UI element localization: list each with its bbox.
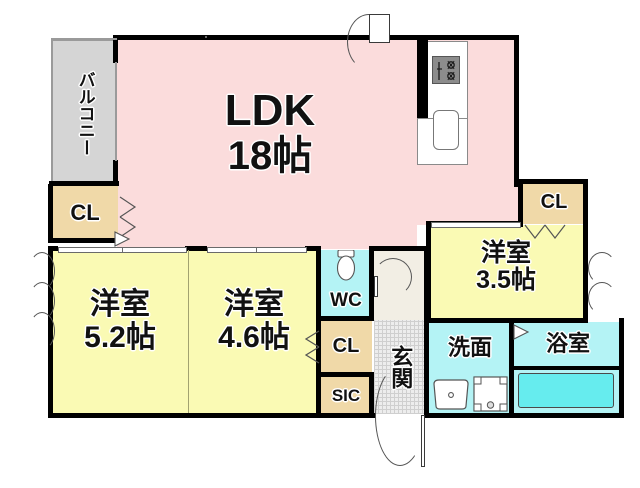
wc-door-leaf[interactable] [374, 276, 378, 297]
wall-cl-topright-right [583, 179, 588, 227]
wall-bedroom-top-right [305, 246, 321, 251]
washing-machine-icon [473, 376, 508, 412]
wall-cl-topright-top [518, 179, 588, 184]
closet-door-mid[interactable] [305, 330, 321, 364]
room-western-4-6 [189, 250, 317, 413]
wall-bedrooms-bottom [48, 413, 325, 418]
toilet-icon [332, 250, 360, 288]
wc-door-arc [374, 258, 412, 296]
wall-wet-bottom [424, 413, 624, 418]
closet-door-topright[interactable] [524, 224, 566, 240]
wall-cl-sic-divider [316, 372, 374, 377]
balcony-door-marker[interactable] [113, 230, 131, 248]
wall-ldk-top-2 [388, 35, 519, 40]
wall-balcony-left [51, 38, 53, 185]
room-sic [320, 377, 372, 413]
wall-ldk-right [514, 35, 519, 187]
kitchen-sink-icon [433, 110, 459, 150]
wall-balcony-bottom [49, 181, 119, 186]
gas-stove-icon [432, 56, 460, 84]
wall-genkan-right-lower [424, 322, 429, 418]
wall-bedroom-divider [188, 250, 189, 413]
room-balcony [52, 40, 118, 183]
sliding-door-3[interactable] [207, 247, 258, 253]
window-arc-left-2 [29, 282, 55, 320]
ldk-top-door-panel[interactable] [369, 14, 390, 43]
room-closet-topright [520, 182, 587, 224]
sliding-door-2[interactable] [122, 247, 187, 253]
wall-cl-topleft-left [48, 184, 53, 242]
room-closet-topleft [52, 185, 118, 240]
genkan-door-arc [375, 366, 425, 466]
room35-entry-opening[interactable] [431, 222, 521, 228]
window-ldk-top [205, 36, 207, 38]
genkan-door-leaf[interactable] [421, 415, 425, 467]
wall-sic-right [369, 372, 374, 418]
window-arc-right-2 [588, 282, 616, 314]
wall-wet-right [619, 318, 624, 418]
room-western-3-5 [430, 225, 587, 320]
wall-balcony-edge [115, 62, 117, 161]
wall-genkan-bottom [316, 413, 376, 418]
wall-bath-inner [509, 366, 621, 370]
wall-wc-bottom [316, 316, 374, 321]
wall-ldk-left-lower [113, 160, 118, 185]
wall-room35-left [426, 221, 431, 322]
window-arc-left-1 [29, 252, 55, 290]
wall-wc-right [369, 246, 374, 318]
bathroom-door-marker[interactable] [512, 324, 530, 342]
wall-bedroom-top [48, 246, 58, 251]
wall-genkan-top [369, 246, 430, 251]
bathtub-icon [518, 373, 614, 408]
room-closet-mid [320, 321, 372, 374]
wall-room35-bottom [426, 318, 588, 323]
room-ldk [117, 39, 417, 249]
wall-bedroom-top-mid [185, 246, 207, 251]
window-arc-left-3 [29, 312, 55, 350]
wall-ldk-left-upper [113, 35, 118, 63]
wall-kitchen-partition [417, 40, 428, 118]
wall-cl-topleft-bottom [48, 238, 119, 243]
sliding-door-4[interactable] [256, 247, 307, 253]
room-western-5-2 [52, 250, 189, 413]
window-arc-right-1 [588, 252, 616, 284]
closet-door-topleft[interactable] [119, 196, 137, 238]
vanity-sink-icon [431, 378, 471, 412]
wall-ldk-top [117, 35, 369, 40]
wall-balcony-top [51, 38, 117, 40]
wall-room35-right [583, 221, 588, 322]
wall-cl-topright-left [518, 179, 523, 227]
